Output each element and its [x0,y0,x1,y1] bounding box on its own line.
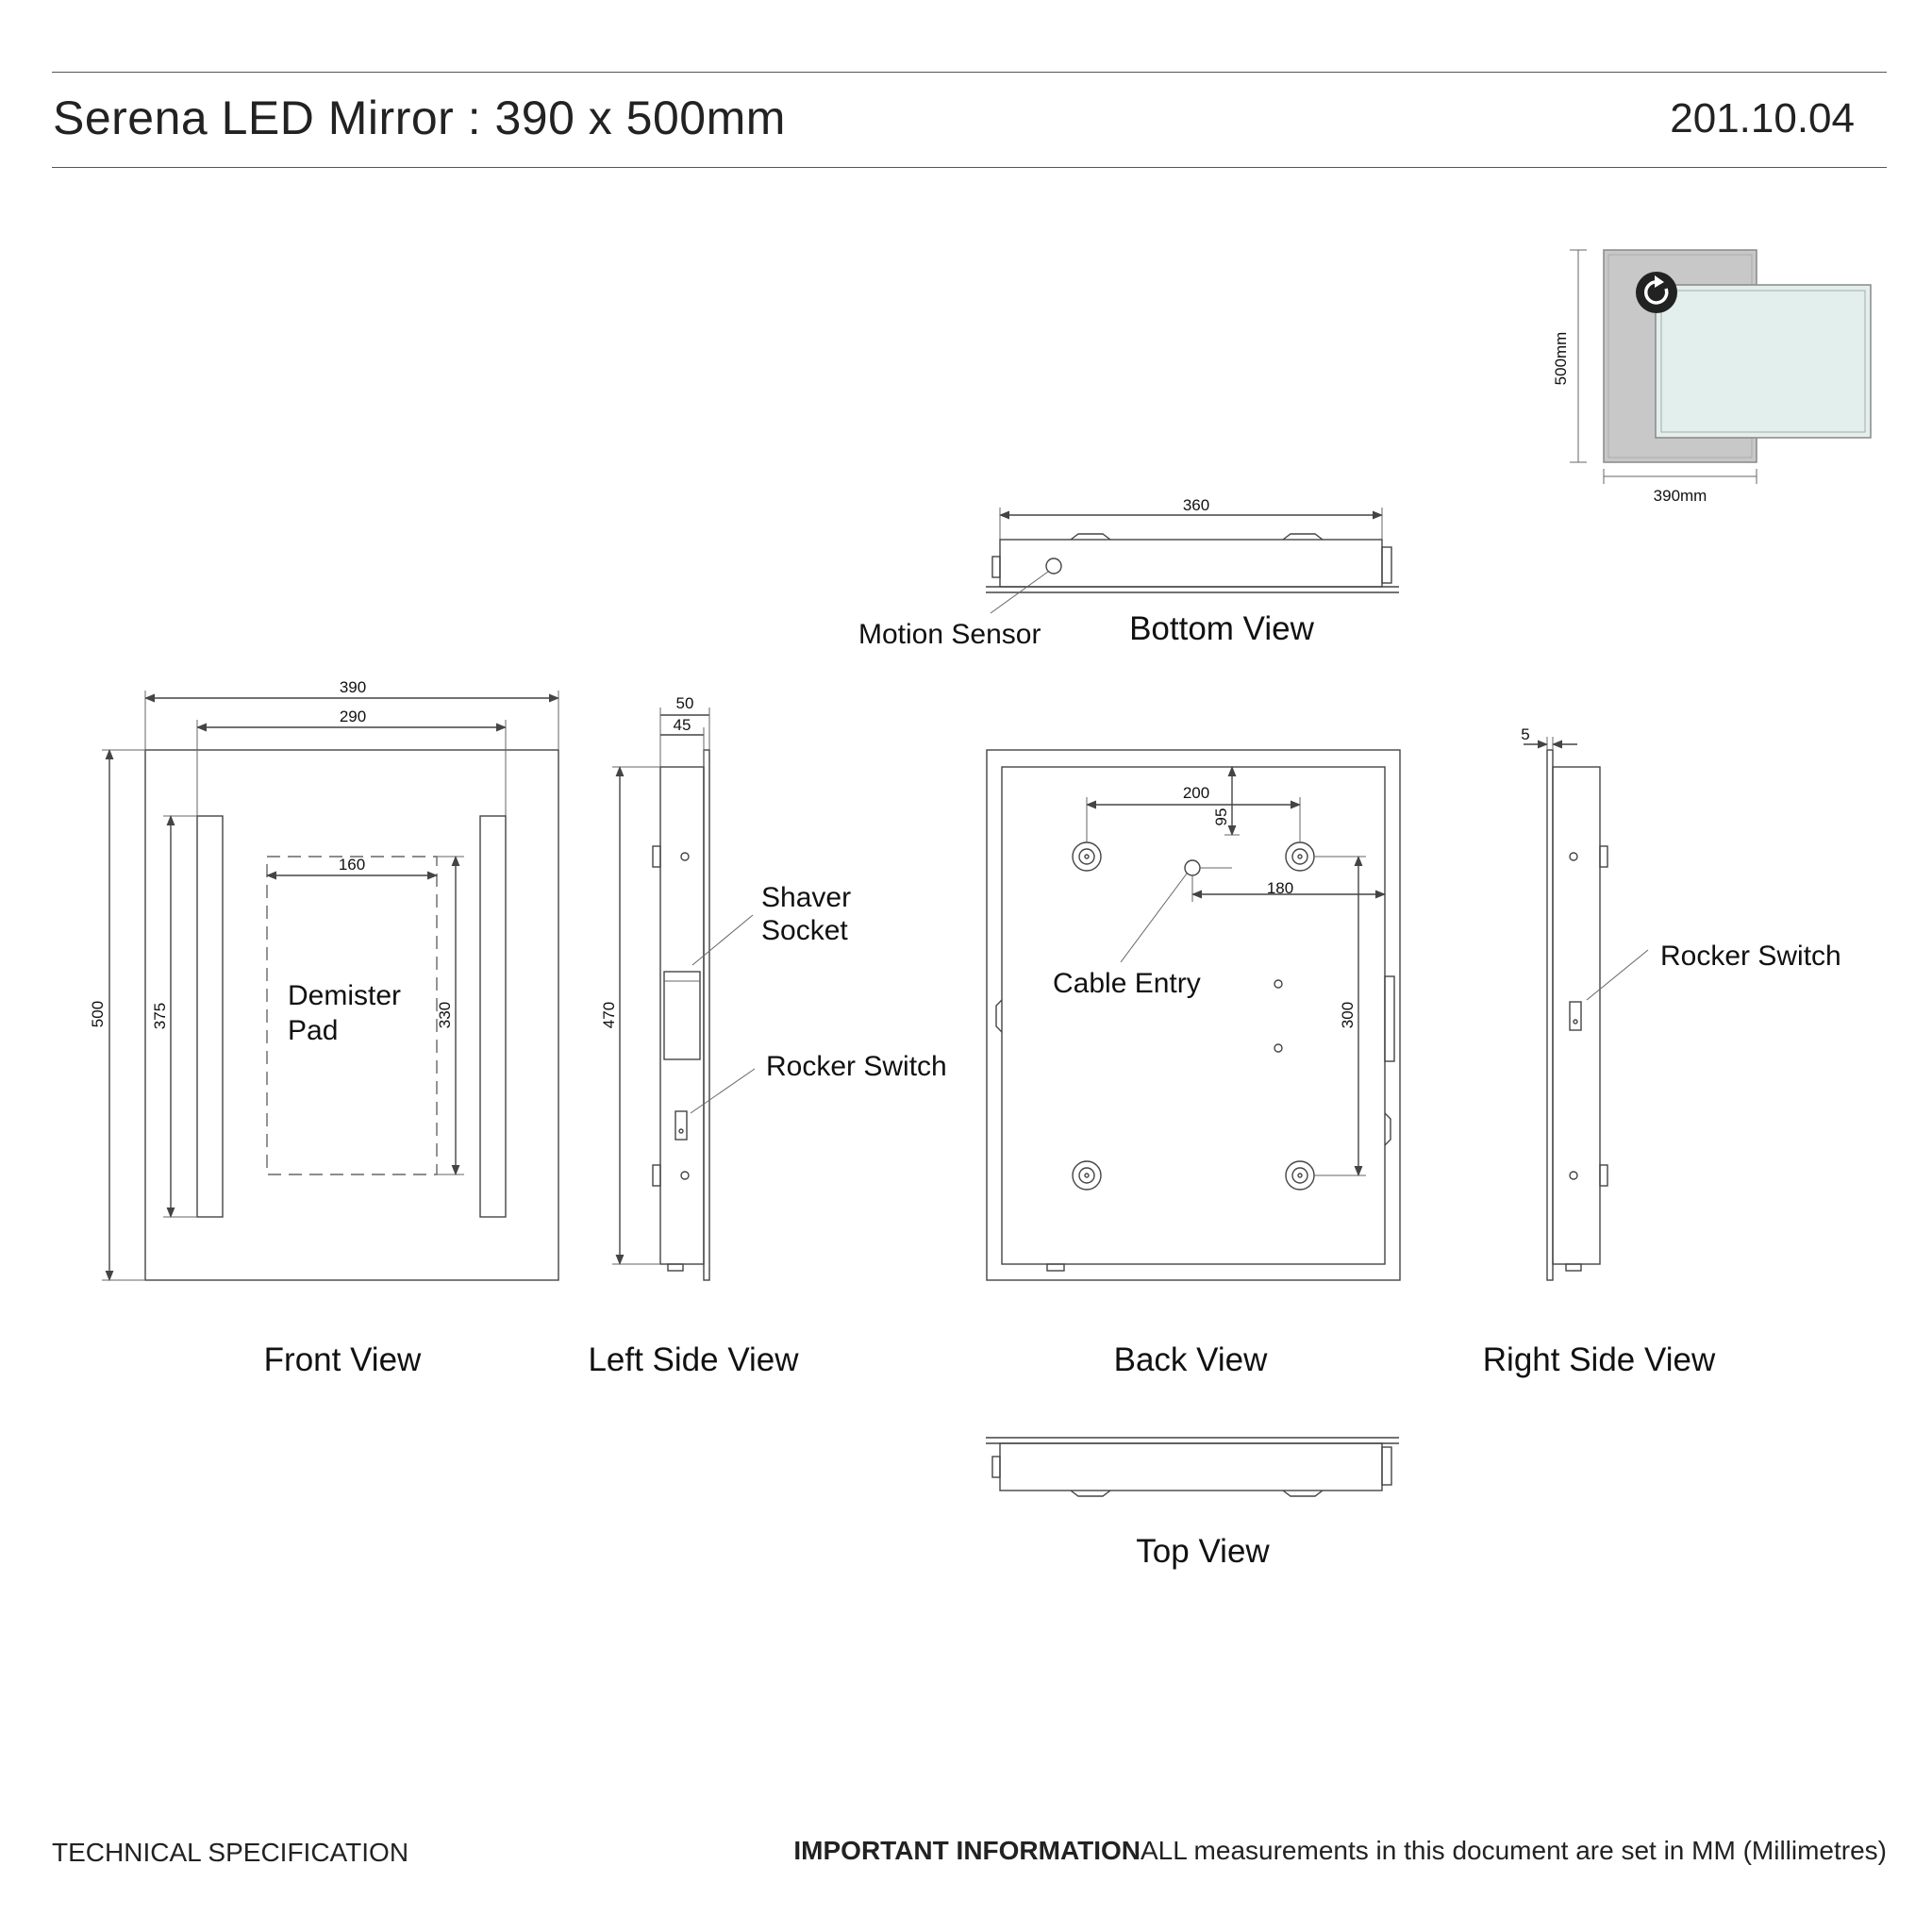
header-top-rule [52,72,1887,73]
back-mount-top-right [1285,841,1315,872]
motion-sensor-label: Motion Sensor [858,619,1041,650]
bottom-width-dim: 360 [1183,496,1209,514]
right-body [1552,766,1601,1265]
back-top-offset-dim: 95 [1212,808,1230,826]
front-led-strip-right [479,815,507,1218]
rotate-icon [1636,272,1677,313]
footer-important-info: IMPORTANT INFORMATIONALL measurements in… [793,1836,1887,1866]
demister-pad-width-dim: 160 [339,856,365,874]
front-strip-height-dim: 375 [151,1003,169,1029]
left-glass-edge [703,749,710,1281]
thumbnail-width-label: 390mm [1654,487,1707,505]
thumbnail-height-label: 500mm [1552,332,1570,386]
shaver-socket-icon [663,971,701,1060]
demister-pad-label-line1: Demister [288,980,401,1011]
document-date: 201.10.04 [1670,95,1855,142]
back-vertical-span-dim: 300 [1339,1002,1357,1028]
front-width-dim: 390 [340,678,366,696]
bottom-view: 360 Motion Sensor Bottom View [858,496,1399,650]
shaver-socket-label-line1: Shaver [761,882,851,913]
back-inner-outline [1001,766,1386,1265]
motion-sensor-icon [1045,558,1062,575]
top-view-label: Top View [1136,1533,1270,1570]
back-hole-span-dim: 200 [1183,784,1209,802]
front-led-strip-left [196,815,224,1218]
left-body-depth-dim: 45 [674,716,691,734]
thumbnail-diagram: 500mm 390mm [1552,249,1872,505]
right-side-view: 5 Rocker Switch Right Side View [1483,725,1841,1378]
right-glass-edge [1546,749,1554,1281]
left-depth-dim: 50 [676,694,694,712]
footer-important-heading: IMPORTANT INFORMATION [793,1836,1141,1865]
back-mount-bottom-right [1285,1160,1315,1191]
back-view: 200 95 Cable Entry 180 300 Back View [986,749,1401,1378]
footer-spec-label: TECHNICAL SPECIFICATION [52,1838,409,1867]
left-body [659,766,705,1265]
back-mount-top-left [1072,841,1102,872]
back-outer-outline [986,749,1401,1281]
front-strip-span-dim: 290 [340,708,366,725]
back-side-offset-dim: 180 [1267,879,1293,897]
right-glass-dim: 5 [1521,725,1529,743]
right-rocker-switch-icon [1569,1001,1582,1031]
demister-pad-height-dim: 330 [436,1002,454,1028]
cable-entry-label: Cable Entry [1053,968,1201,999]
right-rocker-switch-label: Rocker Switch [1660,941,1841,972]
footer-measurement-note: ALL measurements in this document are se… [1141,1836,1887,1865]
shaver-socket-label-line2: Socket [761,915,848,946]
left-rocker-switch-label: Rocker Switch [766,1051,947,1082]
front-height-dim: 500 [89,1001,107,1027]
demister-pad-outline [266,856,438,1175]
front-mirror-outline [144,749,559,1281]
left-height-dim: 470 [600,1002,618,1028]
left-side-view-label: Left Side View [588,1341,799,1378]
cable-entry-icon [1184,859,1201,876]
back-mount-bottom-left [1072,1160,1102,1191]
back-view-label: Back View [1114,1341,1268,1378]
page-title: Serena LED Mirror : 390 x 500mm [53,92,786,144]
bottom-view-label: Bottom View [1129,610,1315,647]
top-view: Top View [986,1437,1399,1570]
demister-pad-label-line2: Pad [288,1015,338,1046]
header-bottom-rule [52,167,1887,168]
left-side-view: 50 45 470 Shaver Socket Rocker Switch Le… [588,694,946,1378]
front-view: 390 290 500 375 160 330 Demister Pad Fro… [89,678,560,1378]
right-side-view-label: Right Side View [1483,1341,1716,1378]
front-view-label: Front View [264,1341,422,1378]
left-rocker-switch-icon [675,1110,688,1141]
thumbnail-glass-panel [1655,284,1872,439]
